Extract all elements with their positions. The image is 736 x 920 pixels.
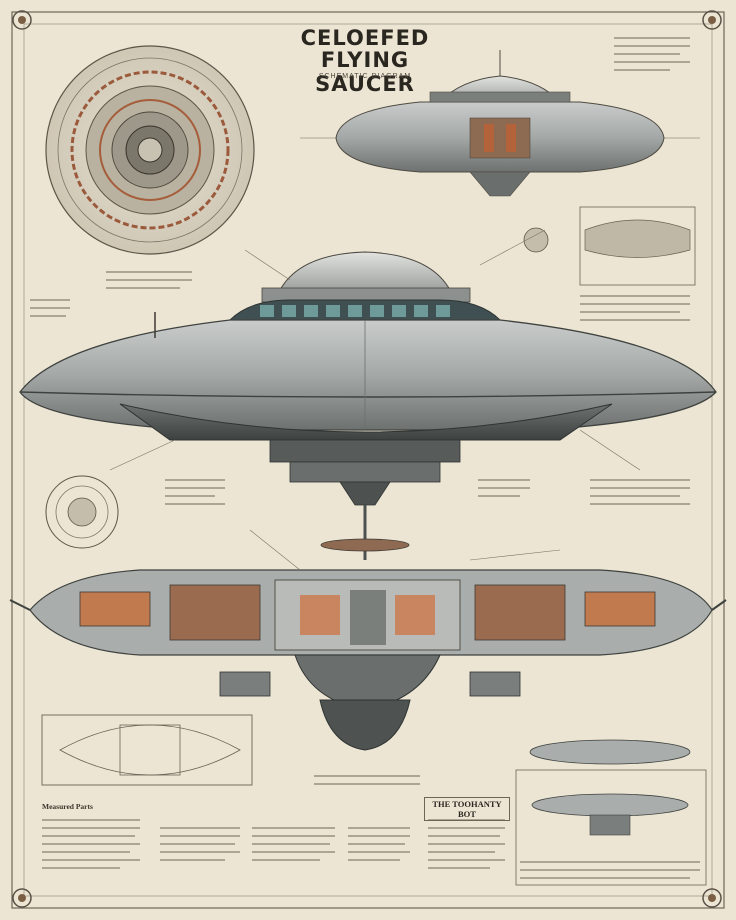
poster-title-line1: CELOEFED [300,26,430,50]
right-upper-detail-box [523,206,696,286]
leader-lines [109,229,641,571]
top-plan-view-disc [45,45,255,255]
footer-heading-left: Measured Parts [42,802,93,811]
lower-left-plan-diagram [41,714,253,786]
poster-subtitle: SCHEMATIC DIAGRAM [318,73,412,80]
poster-frame [11,10,725,909]
side-elevation-view [300,50,700,197]
annotation-text-blocks [30,37,700,879]
left-detail-diagram [45,475,119,549]
poster-title-line2: FLYING SAUCER [315,48,415,96]
main-saucer-illustration [19,251,717,560]
footer-heading-right: THE TOOHANTY BOT [424,797,510,821]
cross-section-illustration [9,569,727,751]
right-mini-saucer-diagrams [515,739,707,886]
